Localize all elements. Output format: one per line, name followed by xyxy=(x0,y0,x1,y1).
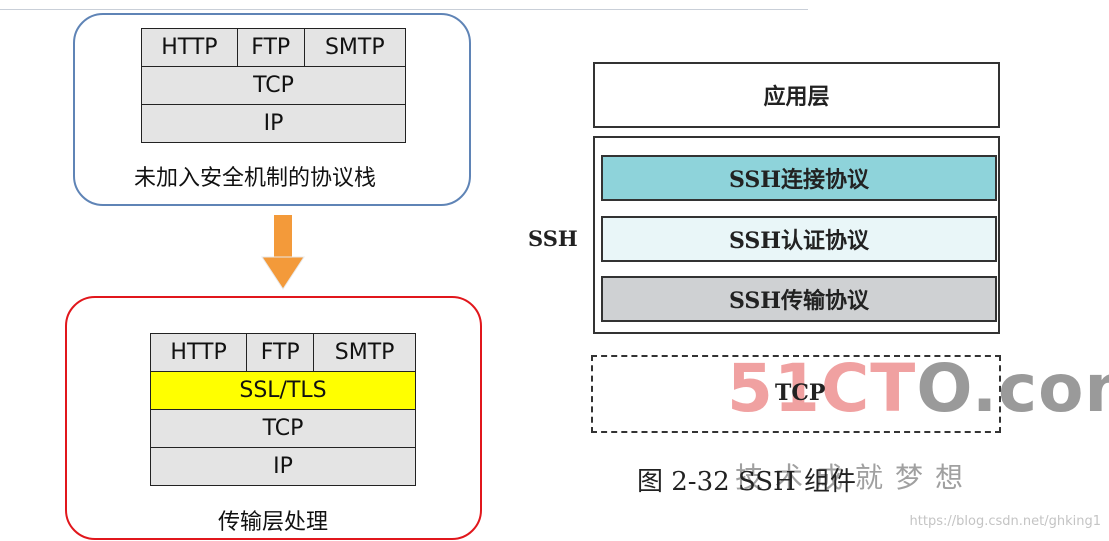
smtp-cell: SMTP xyxy=(303,28,407,67)
secure-stack-caption: 传输层处理 xyxy=(218,510,329,535)
http-cell: HTTP xyxy=(149,333,248,372)
tcp-cell: TCP xyxy=(141,66,406,105)
ssh-auth-layer: SSH认证协议 xyxy=(601,216,997,262)
ssh-transport-layer: SSH传输协议 xyxy=(601,276,997,322)
plain-protocol-stack: HTTP FTP SMTP TCP IP xyxy=(141,28,407,143)
ssh-label: SSH xyxy=(528,226,578,251)
ip-cell: IP xyxy=(141,104,406,143)
http-cell: HTTP xyxy=(141,28,238,67)
application-layer-box: 应用层 xyxy=(593,62,1000,128)
watermark-logo-part-a: 51CT xyxy=(727,350,917,427)
watermark-logo-part-b: O.com xyxy=(916,350,1109,427)
smtp-cell: SMTP xyxy=(313,333,416,372)
ftp-cell: FTP xyxy=(246,333,315,372)
tcp-label: TCP xyxy=(775,380,826,406)
down-arrow-icon xyxy=(261,215,305,290)
tcp-cell: TCP xyxy=(150,409,416,448)
ssh-connection-layer: SSH连接协议 xyxy=(601,155,997,201)
watermark-slogan: 技术成就梦想 xyxy=(735,461,976,494)
figure-caption: 图 2-32 SSH 组件 xyxy=(637,467,857,497)
plain-stack-caption: 未加入安全机制的协议栈 xyxy=(134,166,377,191)
ip-cell: IP xyxy=(150,447,416,486)
source-url: https://blog.csdn.net/ghking1 xyxy=(909,514,1101,529)
secure-protocol-stack: HTTP FTP SMTP SSL/TLS TCP IP xyxy=(149,333,416,486)
tcp-dashed-box xyxy=(591,355,1001,433)
ftp-cell: FTP xyxy=(236,28,305,67)
top-divider xyxy=(0,9,808,10)
watermark-logo: 51CTO.com xyxy=(727,356,1109,422)
ssl-tls-cell: SSL/TLS xyxy=(150,371,416,410)
